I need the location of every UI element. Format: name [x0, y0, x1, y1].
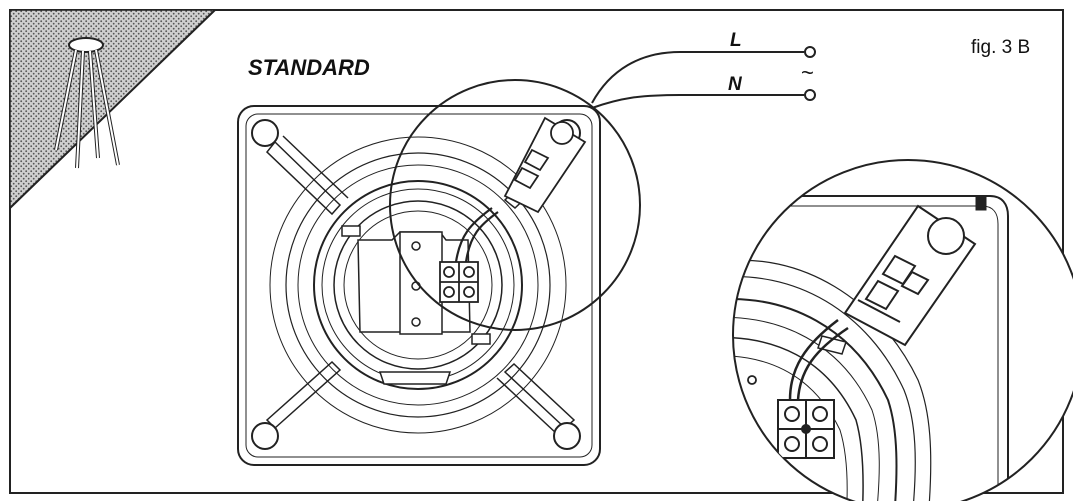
ceiling-wires-icon — [54, 37, 120, 169]
title-standard: STANDARD — [248, 55, 370, 80]
detail-view — [732, 159, 1073, 501]
neutral-label: N — [728, 74, 743, 95]
terminal-block — [439, 261, 479, 303]
figure-border — [9, 9, 1064, 494]
live-label: L — [730, 30, 742, 51]
internal-wires — [454, 207, 499, 263]
figure-label: fig. 3 B — [971, 37, 1030, 58]
magnifier-circle — [389, 79, 641, 331]
ac-symbol: ~ — [801, 60, 814, 85]
supply-wires — [591, 46, 816, 109]
